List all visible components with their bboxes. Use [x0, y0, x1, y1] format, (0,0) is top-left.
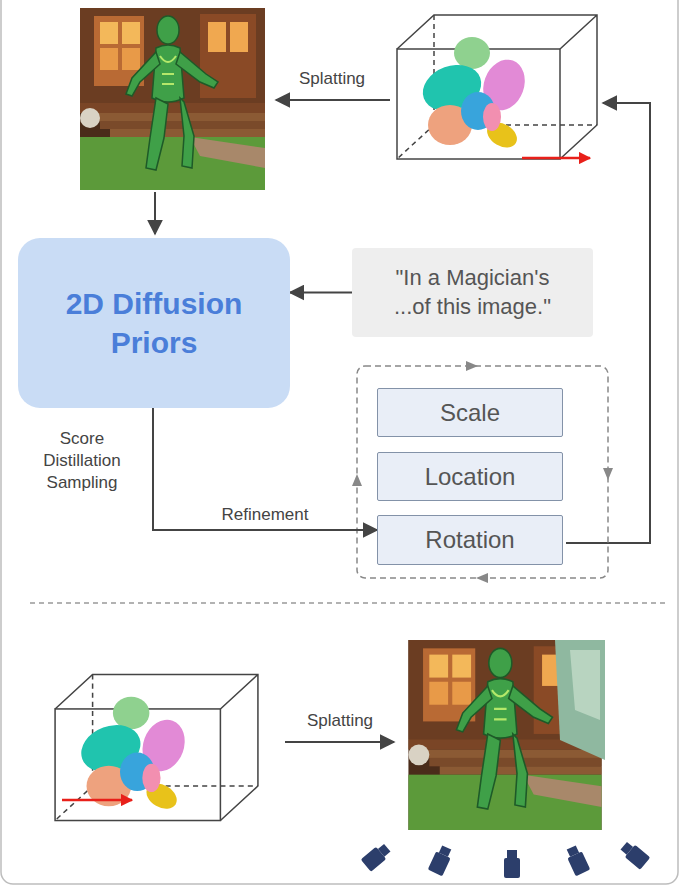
node-text: Location — [425, 461, 516, 492]
edge-label: Refinement — [220, 504, 311, 526]
node-text: 2D Diffusion Priors — [39, 284, 269, 362]
node-text: Rotation — [425, 524, 514, 555]
param-box: Location — [377, 452, 563, 501]
annotation-label: Splatting — [290, 710, 390, 732]
node-text: "In a Magician's ...of this image." — [381, 264, 565, 321]
node-text: Scale — [440, 397, 500, 428]
model-box: 2D Diffusion Priors — [18, 238, 290, 408]
annotation-label: Splatting — [282, 68, 382, 90]
param-box: Rotation — [377, 515, 563, 565]
param-box: Scale — [377, 388, 563, 437]
prompt-box: "In a Magician's ...of this image." — [352, 248, 593, 337]
flow-arrow — [290, 292, 352, 294]
annotation-label: Score Distillation Sampling — [34, 428, 130, 494]
flow-arrow — [153, 408, 377, 530]
